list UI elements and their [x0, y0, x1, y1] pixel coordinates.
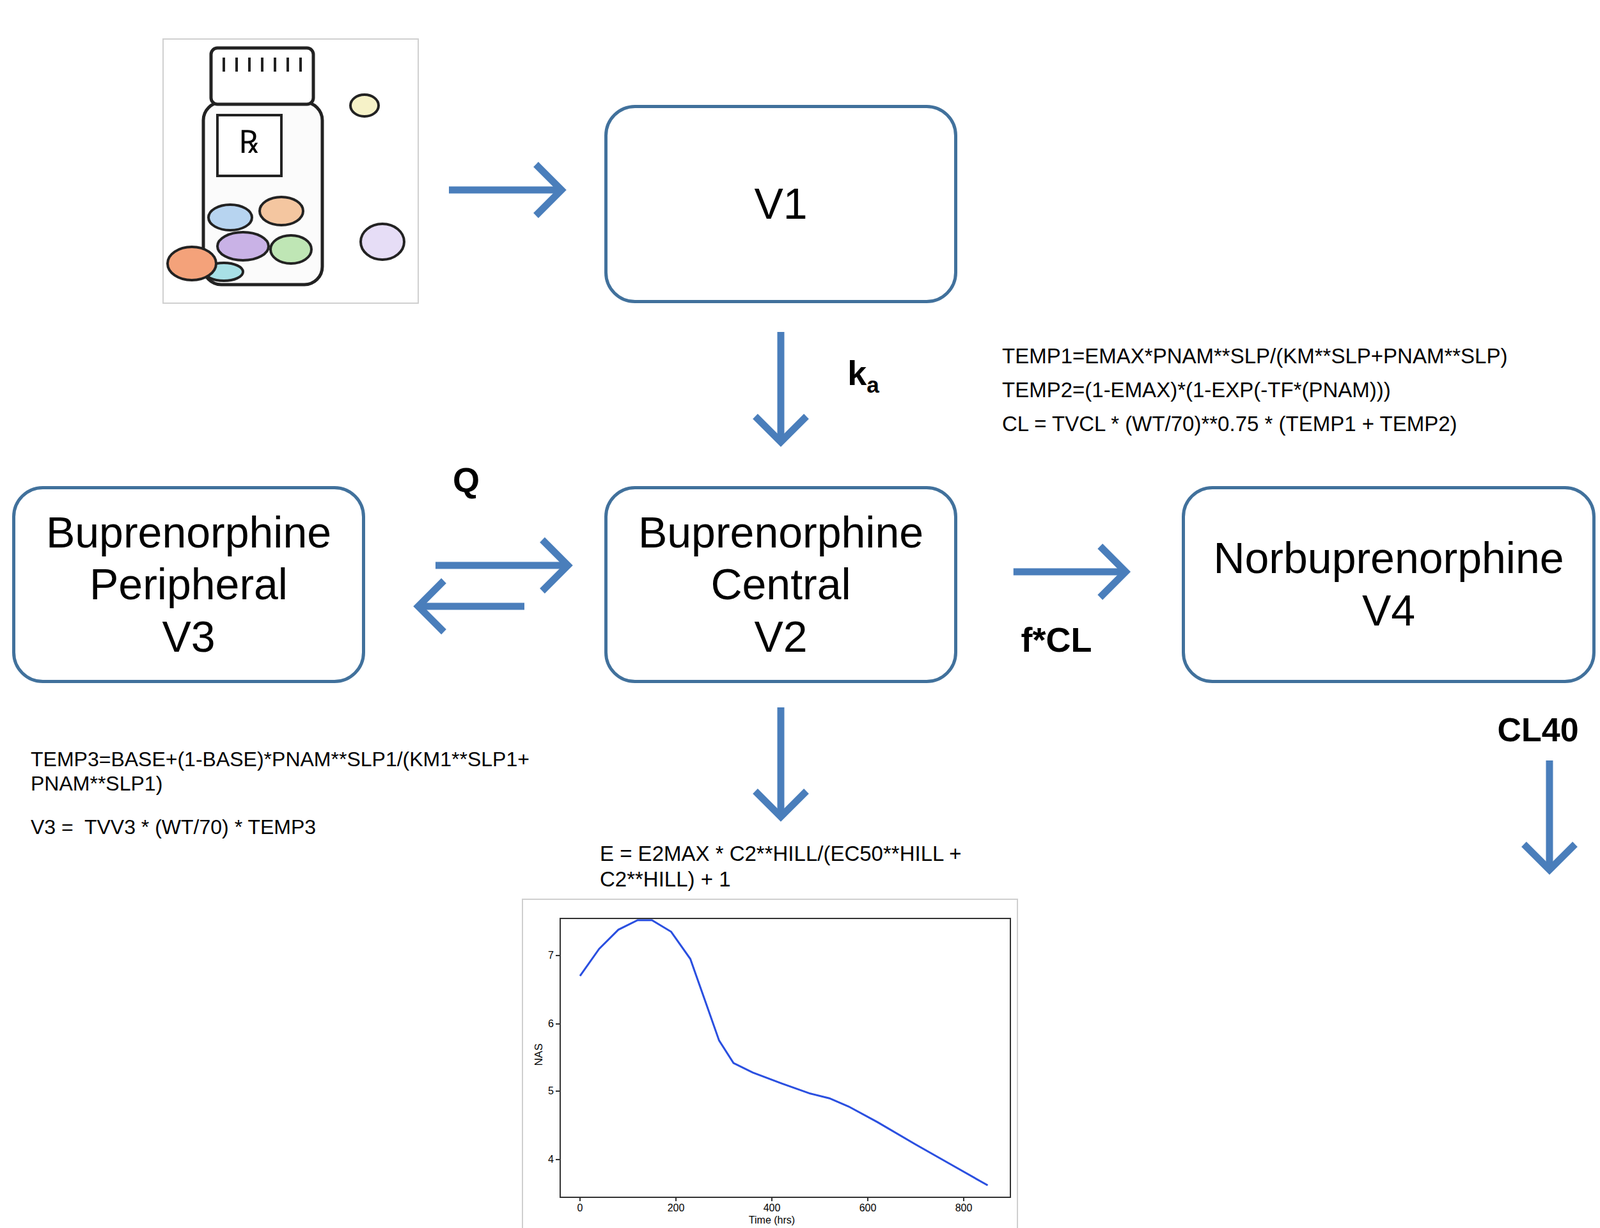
tick-label: 7: [548, 949, 554, 962]
pill-bottle-illustration: [163, 39, 419, 304]
tick-label: 800: [955, 1201, 973, 1214]
formula: TEMP2=(1-EMAX)*(1-EXP(-TF*(PNAM))): [1002, 377, 1391, 403]
formula: V3 = TVV3 * (WT/70) * TEMP3: [30, 814, 316, 840]
rx-symbol: ℞: [238, 122, 259, 162]
compartment-label: V2: [753, 610, 808, 664]
arrow-head: [542, 539, 568, 591]
compartment-label: Norbuprenorphine: [1213, 532, 1564, 585]
formula: TEMP3=BASE+(1-BASE)*PNAM**SLP1/(KM1**SLP…: [30, 746, 607, 797]
arrow-shaft: [435, 562, 565, 570]
axis-title: Time (hrs): [748, 1213, 795, 1226]
compartment-label: Buprenorphine Central: [619, 506, 943, 611]
effect-formula: E = E2MAX * C2**HILL/(EC50**HILL + C2**H…: [599, 840, 1035, 892]
compartment-label: V4: [1362, 584, 1416, 637]
edge-label: f*CL: [1021, 619, 1093, 661]
tick-label: 400: [763, 1201, 781, 1214]
elimination-arrow: [755, 707, 807, 817]
tick-label: 5: [548, 1084, 554, 1097]
compartment-box: Buprenorphine CentralV2: [604, 486, 958, 683]
flow-arrow: [418, 539, 568, 632]
axis-title: NAS: [532, 1043, 546, 1067]
arrow-head: [755, 416, 807, 442]
compartment-box: Buprenorphine PeripheralV3: [12, 486, 366, 683]
clearance-label: CL40: [1497, 709, 1579, 750]
formula: TEMP1=EMAX*PNAM**SLP/(KM**SLP+PNAM**SLP): [1002, 343, 1508, 369]
dose-arrow: [448, 164, 562, 216]
tick-label: 4: [548, 1152, 554, 1166]
compartment-box: V1: [604, 104, 958, 304]
compartment-box: NorbuprenorphineV4: [1181, 486, 1596, 683]
arrow-shaft: [1013, 568, 1123, 576]
tick-label: 0: [577, 1201, 584, 1214]
flow-arrow: [1013, 546, 1127, 598]
tick-label: 600: [859, 1201, 877, 1214]
arrow-shaft: [777, 331, 785, 439]
arrow-shaft: [422, 603, 525, 611]
tick-label: 6: [548, 1017, 554, 1030]
flow-arrow: [755, 331, 807, 442]
edge-label: Q: [452, 459, 480, 501]
compartment-label: Buprenorphine Peripheral: [26, 506, 351, 611]
compartment-label: V3: [161, 610, 215, 664]
arrow-head: [418, 580, 444, 632]
arrow-head: [1099, 546, 1126, 598]
formula: CL = TVCL * (WT/70)**0.75 * (TEMP1 + TEM…: [1002, 411, 1458, 437]
tick-label: 200: [667, 1201, 685, 1214]
nas-curve: [580, 920, 989, 1186]
metabolite-elimination-arrow: [1523, 760, 1576, 870]
nas-chart: [522, 899, 1018, 1228]
compartment-label: V1: [753, 177, 808, 231]
edge-label: ka: [847, 352, 880, 399]
